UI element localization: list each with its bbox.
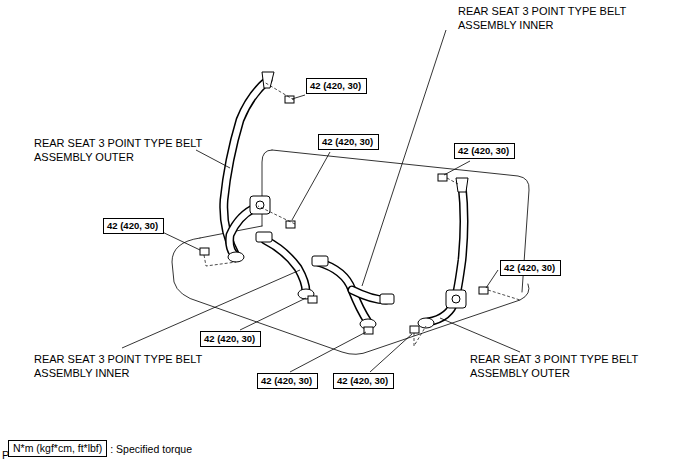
page-code: P — [2, 448, 16, 462]
torque-box: 42 (420, 30) — [306, 78, 367, 94]
torque-box: 42 (420, 30) — [333, 373, 394, 389]
left-outer-belt — [224, 80, 268, 256]
retractor — [452, 295, 460, 303]
seat-back-outline — [262, 150, 272, 226]
legend-text: : Specified torque — [107, 443, 192, 455]
buckle-tongue — [256, 232, 272, 242]
shoulder-anchor — [456, 178, 468, 192]
torque-value: 42 (420, 30) — [322, 136, 373, 147]
torque-box: 42 (420, 30) — [318, 134, 379, 150]
torque-box: 42 (420, 30) — [103, 218, 164, 234]
torque-value: 42 (420, 30) — [504, 262, 555, 273]
inner-belt-left — [265, 240, 306, 292]
unit-text: N*m (kgf*cm, ft*lbf) — [8, 440, 107, 457]
torque-value: 42 (420, 30) — [458, 145, 509, 156]
leader-lines — [122, 30, 520, 372]
buckle-tongue — [312, 256, 328, 266]
torque-box: 42 (420, 30) — [200, 331, 261, 347]
part-name: REAR SEAT 3 POINT TYPE BELT ASSEMBLY INN… — [34, 352, 204, 380]
retractor — [250, 196, 270, 214]
seat-back-outline — [272, 150, 529, 292]
floor-anchor — [228, 252, 244, 262]
torque-value: 42 (420, 30) — [310, 80, 361, 91]
torque-value: 42 (420, 30) — [107, 220, 158, 231]
bolt-axis — [204, 82, 520, 346]
bolts — [200, 96, 488, 334]
retractor — [256, 201, 264, 209]
part-name: REAR SEAT 3 POINT TYPE BELT ASSEMBLY OUT… — [470, 352, 640, 380]
part-name: REAR SEAT 3 POINT TYPE BELT ASSEMBLY OUT… — [34, 136, 234, 164]
inner-belt-center — [318, 262, 386, 322]
buckle — [380, 294, 394, 304]
torque-box: 42 (420, 30) — [500, 260, 561, 276]
torque-value: 42 (420, 30) — [204, 333, 255, 344]
seat-cushion-outline — [172, 238, 529, 354]
torque-box: 42 (420, 30) — [454, 143, 515, 159]
torque-box: 42 (420, 30) — [257, 373, 318, 389]
retractor — [446, 290, 466, 308]
unit-legend-box: N*m (kgf*cm, ft*lbf): Specified torque — [8, 440, 192, 457]
shoulder-anchor — [262, 72, 274, 88]
torque-value: 42 (420, 30) — [337, 375, 388, 386]
part-name: REAR SEAT 3 POINT TYPE BELT ASSEMBLY INN… — [458, 4, 658, 32]
torque-value: 42 (420, 30) — [261, 375, 312, 386]
